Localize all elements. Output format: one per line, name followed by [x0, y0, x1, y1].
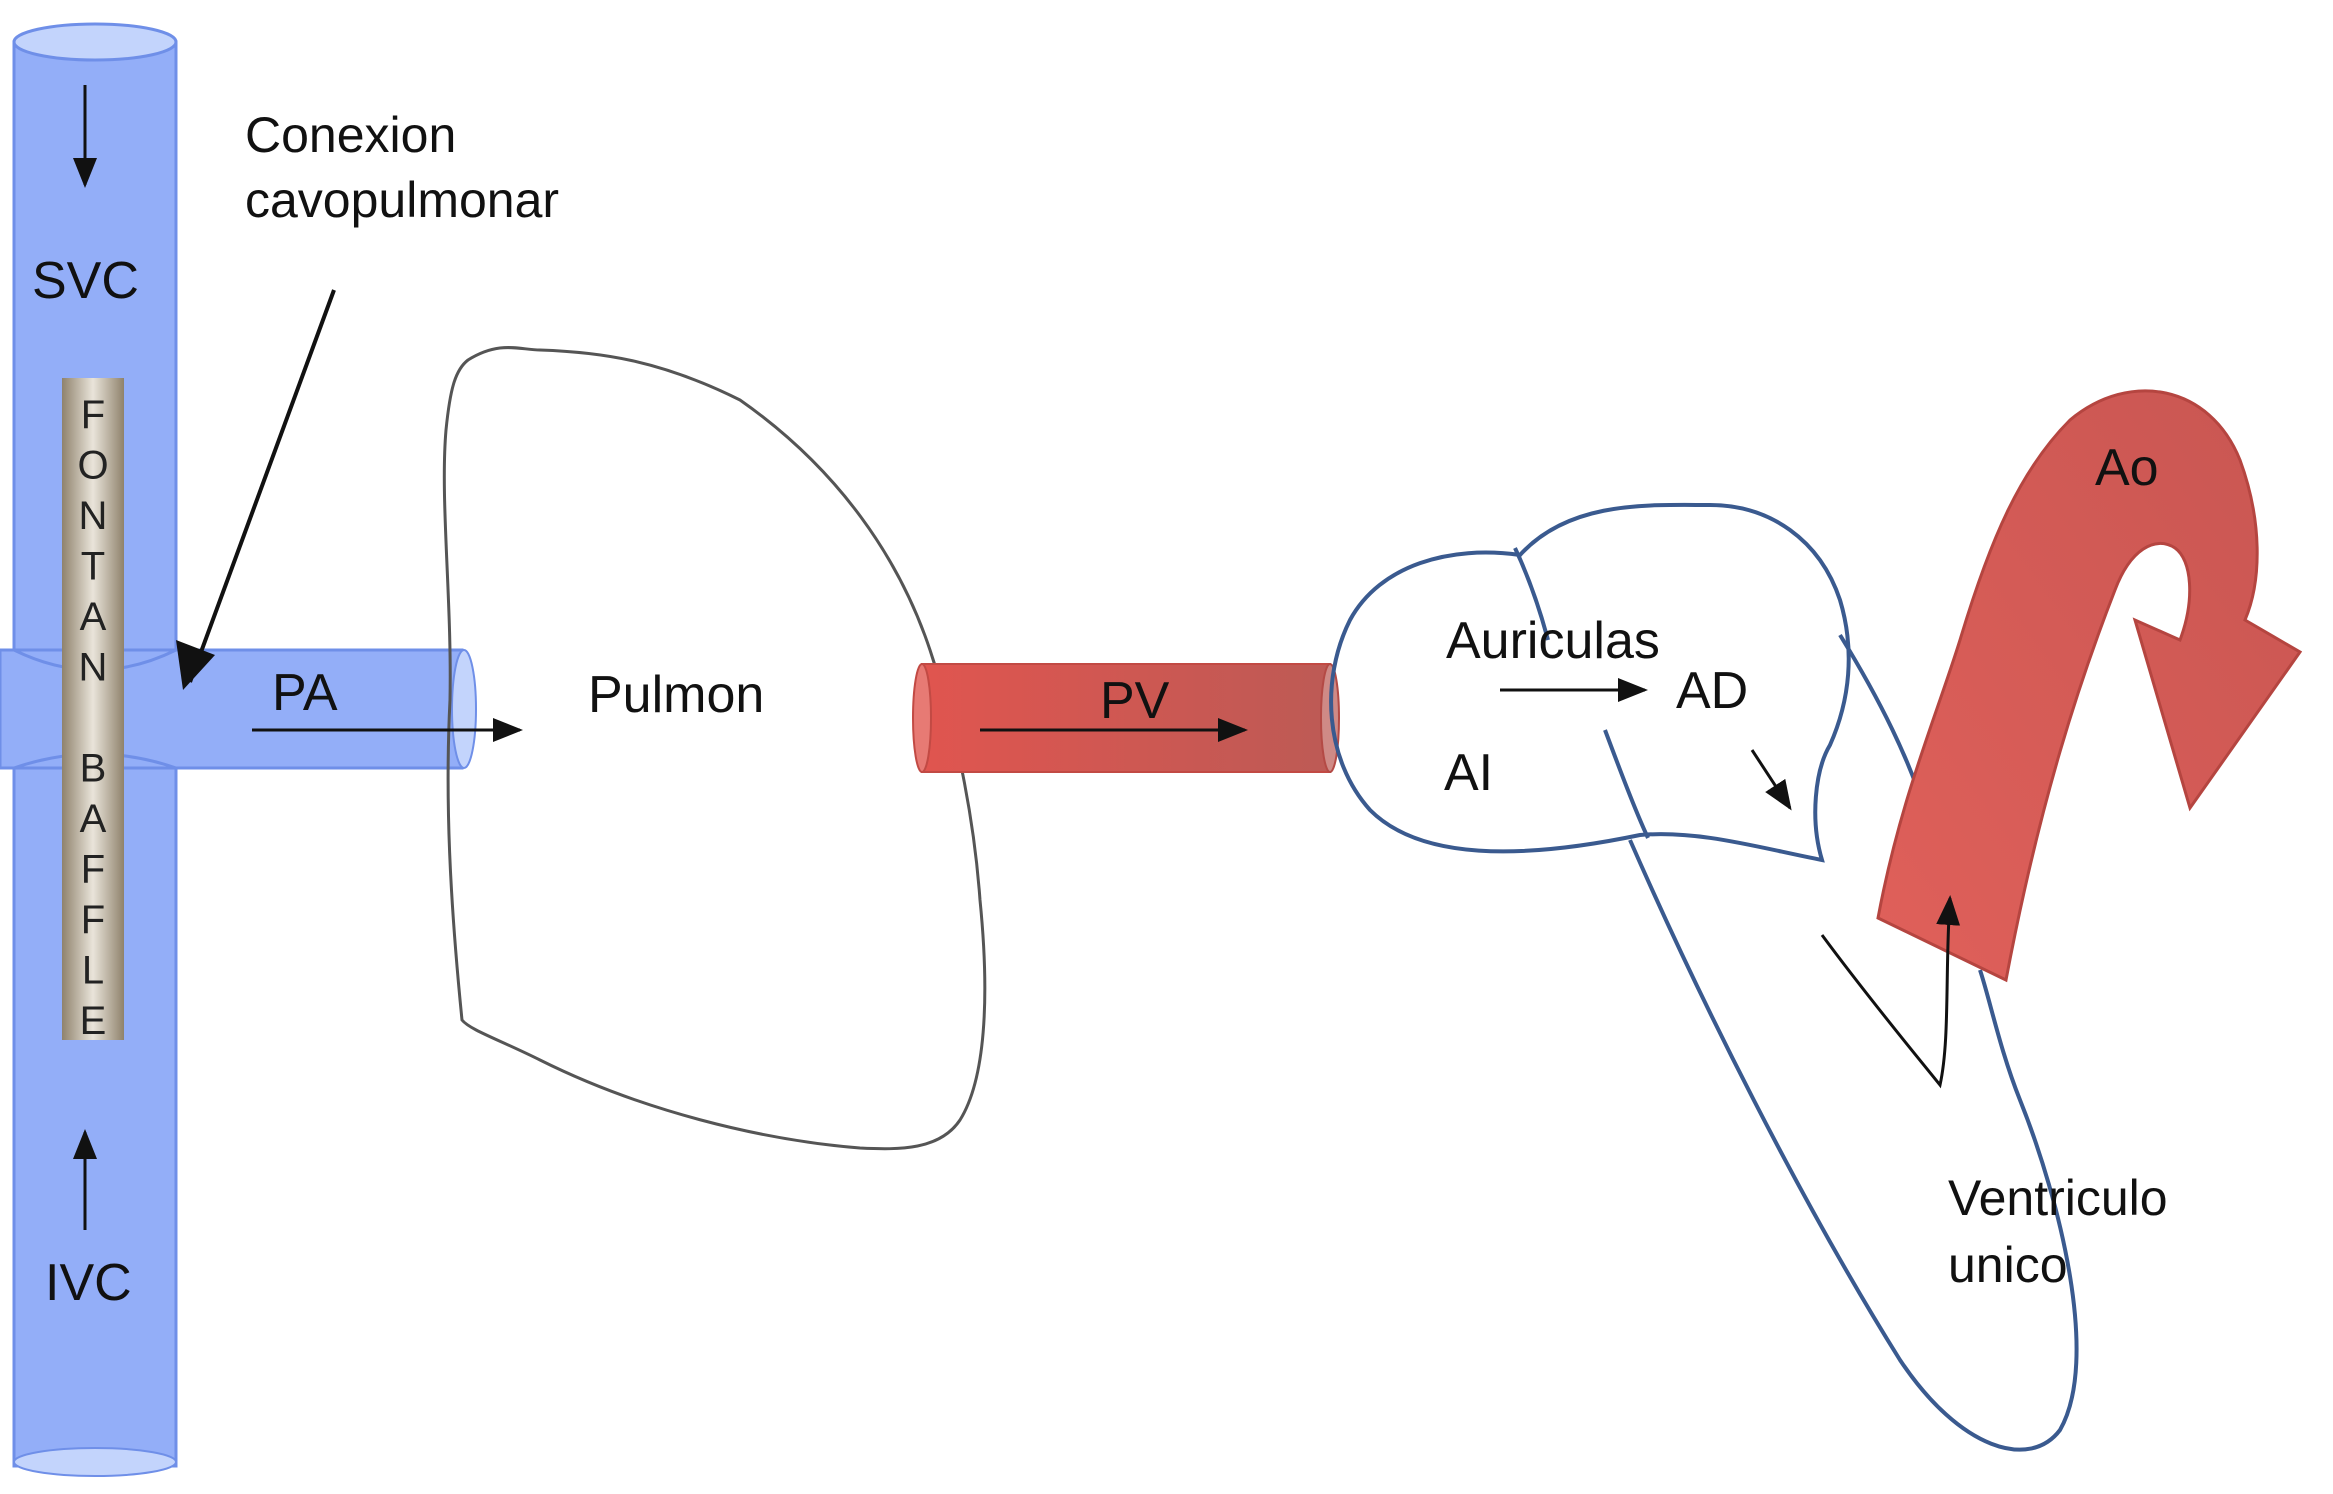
ai-label: AI	[1444, 744, 1493, 802]
ventricle-to-aorta-arrow	[1820, 895, 1961, 1089]
baffle-letter: O	[77, 444, 108, 488]
lung-outline	[442, 346, 987, 1151]
ivc-label: IVC	[45, 1254, 132, 1312]
baffle-letter: L	[82, 949, 104, 993]
aorta-arch	[1876, 389, 2303, 983]
flow-arrows	[73, 85, 1961, 1230]
baffle-letter: F	[81, 848, 105, 892]
baffle-letter: F	[81, 898, 105, 942]
ad-to-ventricle-arrow	[1750, 749, 1792, 811]
baffle-letter: N	[79, 646, 108, 690]
ao-label: Ao	[2095, 439, 2159, 497]
cavopulmonary-pointer-arrow	[188, 289, 336, 683]
atria-label: Auriculas	[1446, 612, 1660, 670]
ventricle-label-line1: Ventriculo	[1948, 1170, 2168, 1226]
baffle-letter: T	[81, 545, 105, 589]
pa-label: PA	[272, 664, 338, 722]
pv-label: PV	[1100, 672, 1170, 730]
baffle-letter: N	[79, 494, 108, 538]
ventricle-label-line2: unico	[1948, 1237, 2068, 1293]
svc-label: SVC	[32, 252, 139, 310]
baffle-letter: A	[80, 595, 107, 639]
baffle-letter: E	[80, 999, 107, 1043]
baffle-letter: B	[80, 747, 107, 791]
pulmonary-vein-tube	[912, 663, 1340, 773]
baffle-letter: F	[81, 393, 105, 437]
connection-label-line1: Conexion	[245, 107, 456, 163]
ad-label: AD	[1676, 662, 1748, 720]
baffle-letter: A	[80, 797, 107, 841]
lung-label: Pulmon	[588, 666, 764, 724]
connection-label-line2: cavopulmonar	[245, 172, 559, 228]
cavopulmonary-pointer-head	[176, 640, 215, 690]
